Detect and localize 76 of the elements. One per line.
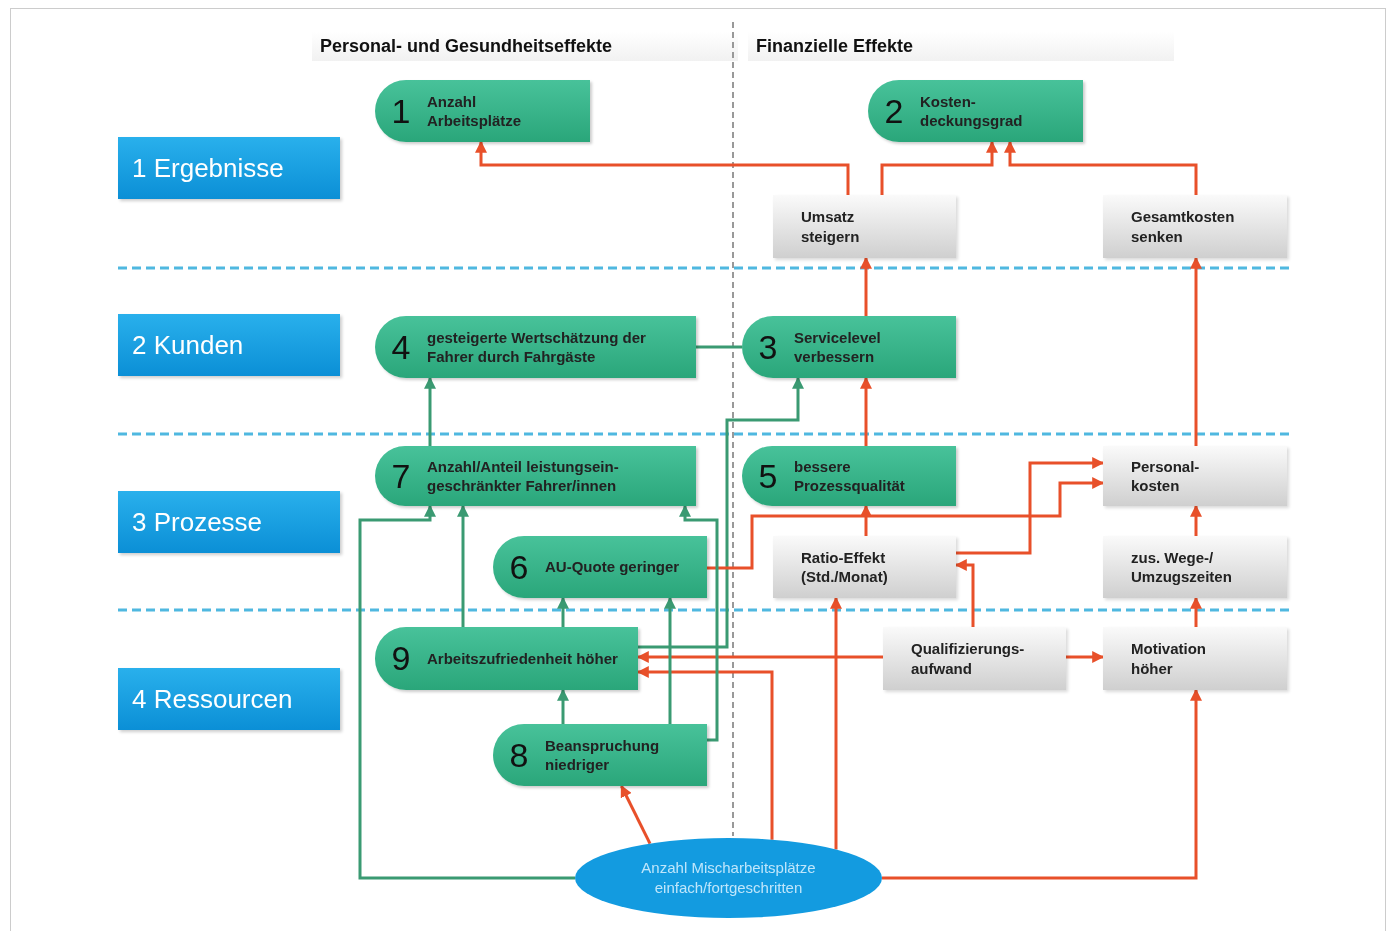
arrow — [636, 651, 883, 663]
arrow — [880, 140, 998, 195]
perspective-label — [118, 314, 340, 376]
arrow — [557, 688, 569, 724]
step-number: 4 — [390, 327, 412, 367]
goal-box — [868, 80, 1083, 142]
node-text: Umsatz steigern — [801, 207, 861, 246]
goal-text: AU-Quote geringer — [545, 557, 681, 577]
arrow — [956, 457, 1105, 555]
step-number: 9 — [390, 639, 412, 678]
arrow — [636, 666, 774, 840]
node-text: Anzahl Mischarbeitsplätze einfach/fortgeschritten — [640, 857, 817, 898]
step-number: 5 — [757, 456, 779, 496]
perspective-text: 4 Ressourcen — [132, 683, 293, 715]
arrow — [620, 784, 652, 845]
goal-box — [375, 80, 590, 142]
arrow — [557, 596, 569, 627]
perspective-text: 3 Prozesse — [132, 506, 263, 538]
arrow — [1004, 140, 1198, 195]
arrow — [475, 140, 850, 195]
factor-box — [1103, 627, 1287, 690]
arrow — [860, 376, 872, 446]
goal-box — [742, 316, 956, 378]
node-text: Motivation höher — [1131, 639, 1207, 678]
factor-box — [1103, 536, 1287, 598]
goal-box — [742, 446, 956, 506]
arrow — [424, 376, 436, 446]
goal-text: Servicelevel verbessern — [794, 327, 882, 367]
goal-box — [493, 724, 707, 786]
goal-box — [375, 446, 696, 506]
perspective-label — [118, 668, 340, 730]
node-text: Personal- kosten — [1131, 456, 1201, 496]
factor-box — [773, 536, 956, 598]
arrow — [1190, 596, 1202, 627]
factor-box — [883, 627, 1066, 690]
factor-box — [1103, 195, 1287, 258]
arrow — [358, 504, 575, 880]
arrow — [679, 504, 719, 742]
step-number: 2 — [883, 91, 905, 131]
node-text: zus. Wege-/ Umzugszeiten — [1131, 547, 1233, 587]
arrow — [1066, 651, 1105, 663]
arrow — [830, 596, 842, 850]
arrow — [457, 504, 469, 627]
goal-text: Kosten- deckungsgrad — [920, 91, 1024, 131]
arrow — [707, 477, 1105, 570]
goal-box — [375, 316, 696, 378]
factor-box — [773, 195, 956, 258]
factor-box — [1103, 446, 1287, 506]
goal-text: Arbeitszufriedenheit höher — [427, 648, 619, 669]
step-number: 7 — [390, 456, 412, 496]
arrow — [882, 688, 1202, 880]
step-number: 3 — [757, 327, 779, 367]
arrow — [860, 256, 872, 316]
arrow — [664, 596, 676, 724]
step-number: 6 — [508, 547, 530, 587]
node-text: Ratio-Effekt (Std./Monat) — [801, 547, 889, 587]
goal-text: gesteigerte Wertschätzung der Fahrer durch Fahrgäste — [427, 327, 647, 367]
perspective-label — [118, 137, 340, 199]
goal-box — [493, 536, 707, 598]
goal-box — [375, 627, 638, 690]
perspective-label — [118, 491, 340, 553]
perspective-text: 2 Kunden — [132, 329, 244, 361]
step-number: 1 — [390, 91, 412, 131]
goal-text: Beanspruchung niedriger — [545, 735, 661, 775]
goal-text: Anzahl/Anteil leistungsein- geschränkter Fahrer/innen — [427, 456, 620, 496]
arrow — [638, 376, 804, 649]
node-text: Gesamtkosten senken — [1131, 207, 1236, 246]
arrow — [1190, 504, 1202, 536]
node-text: Qualifizierungs- aufwand — [911, 639, 1026, 678]
driver-ellipse — [575, 838, 882, 918]
perspective-text: 1 Ergebnisse — [132, 152, 284, 184]
arrow — [860, 504, 872, 536]
goal-text: Anzahl Arbeitsplätze — [427, 91, 523, 131]
step-number: 8 — [508, 735, 530, 775]
arrow — [1190, 256, 1202, 446]
goal-text: bessere Prozessqualität — [794, 456, 906, 496]
